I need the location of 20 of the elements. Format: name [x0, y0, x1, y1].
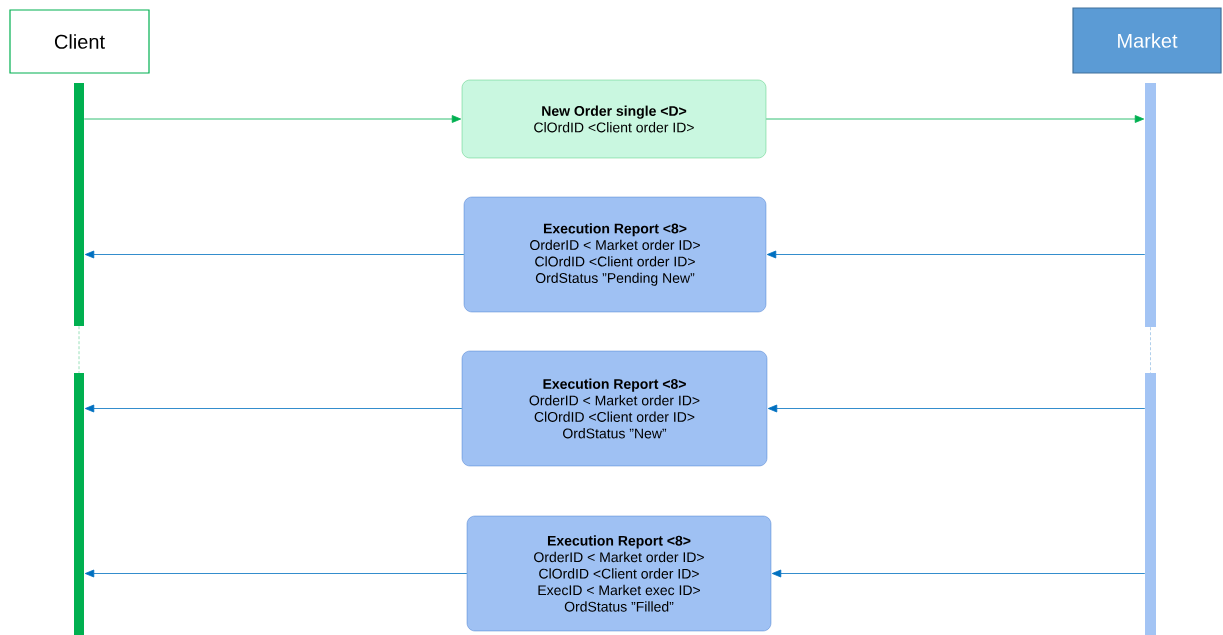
lifeline-bar — [1145, 373, 1156, 635]
message-box: New Order single <D> ClOrdID <Client order ID> — [461, 79, 767, 159]
message-arrow — [84, 250, 465, 259]
message-arrow — [766, 250, 1146, 259]
message-box: Execution Report <8> OrderID < Market order ID> ClOrdID <Client order ID> OrdStatus ”Pending New” — [463, 196, 767, 313]
message-arrow — [84, 569, 468, 578]
message-arrow — [83, 115, 462, 123]
lifeline-bar — [74, 373, 84, 635]
message-box: Execution Report <8> OrderID < Market order ID> ClOrdID <Client order ID> ExecID < Market exec ID> OrdStatus ”Filled” — [466, 515, 772, 632]
lifeline-bar — [74, 83, 84, 326]
message-arrow — [84, 404, 463, 413]
message-arrow — [765, 115, 1145, 123]
participant-box: Client — [9, 9, 150, 74]
message-arrow — [767, 404, 1146, 413]
lifeline-bar — [1145, 83, 1156, 327]
dashed-line — [78, 325, 80, 374]
participant-box: Market — [1072, 7, 1222, 74]
message-box: Execution Report <8> OrderID < Market order ID> ClOrdID <Client order ID> OrdStatus ”New” — [461, 350, 768, 467]
dashed-line — [1150, 326, 1151, 374]
message-arrow — [771, 569, 1146, 578]
